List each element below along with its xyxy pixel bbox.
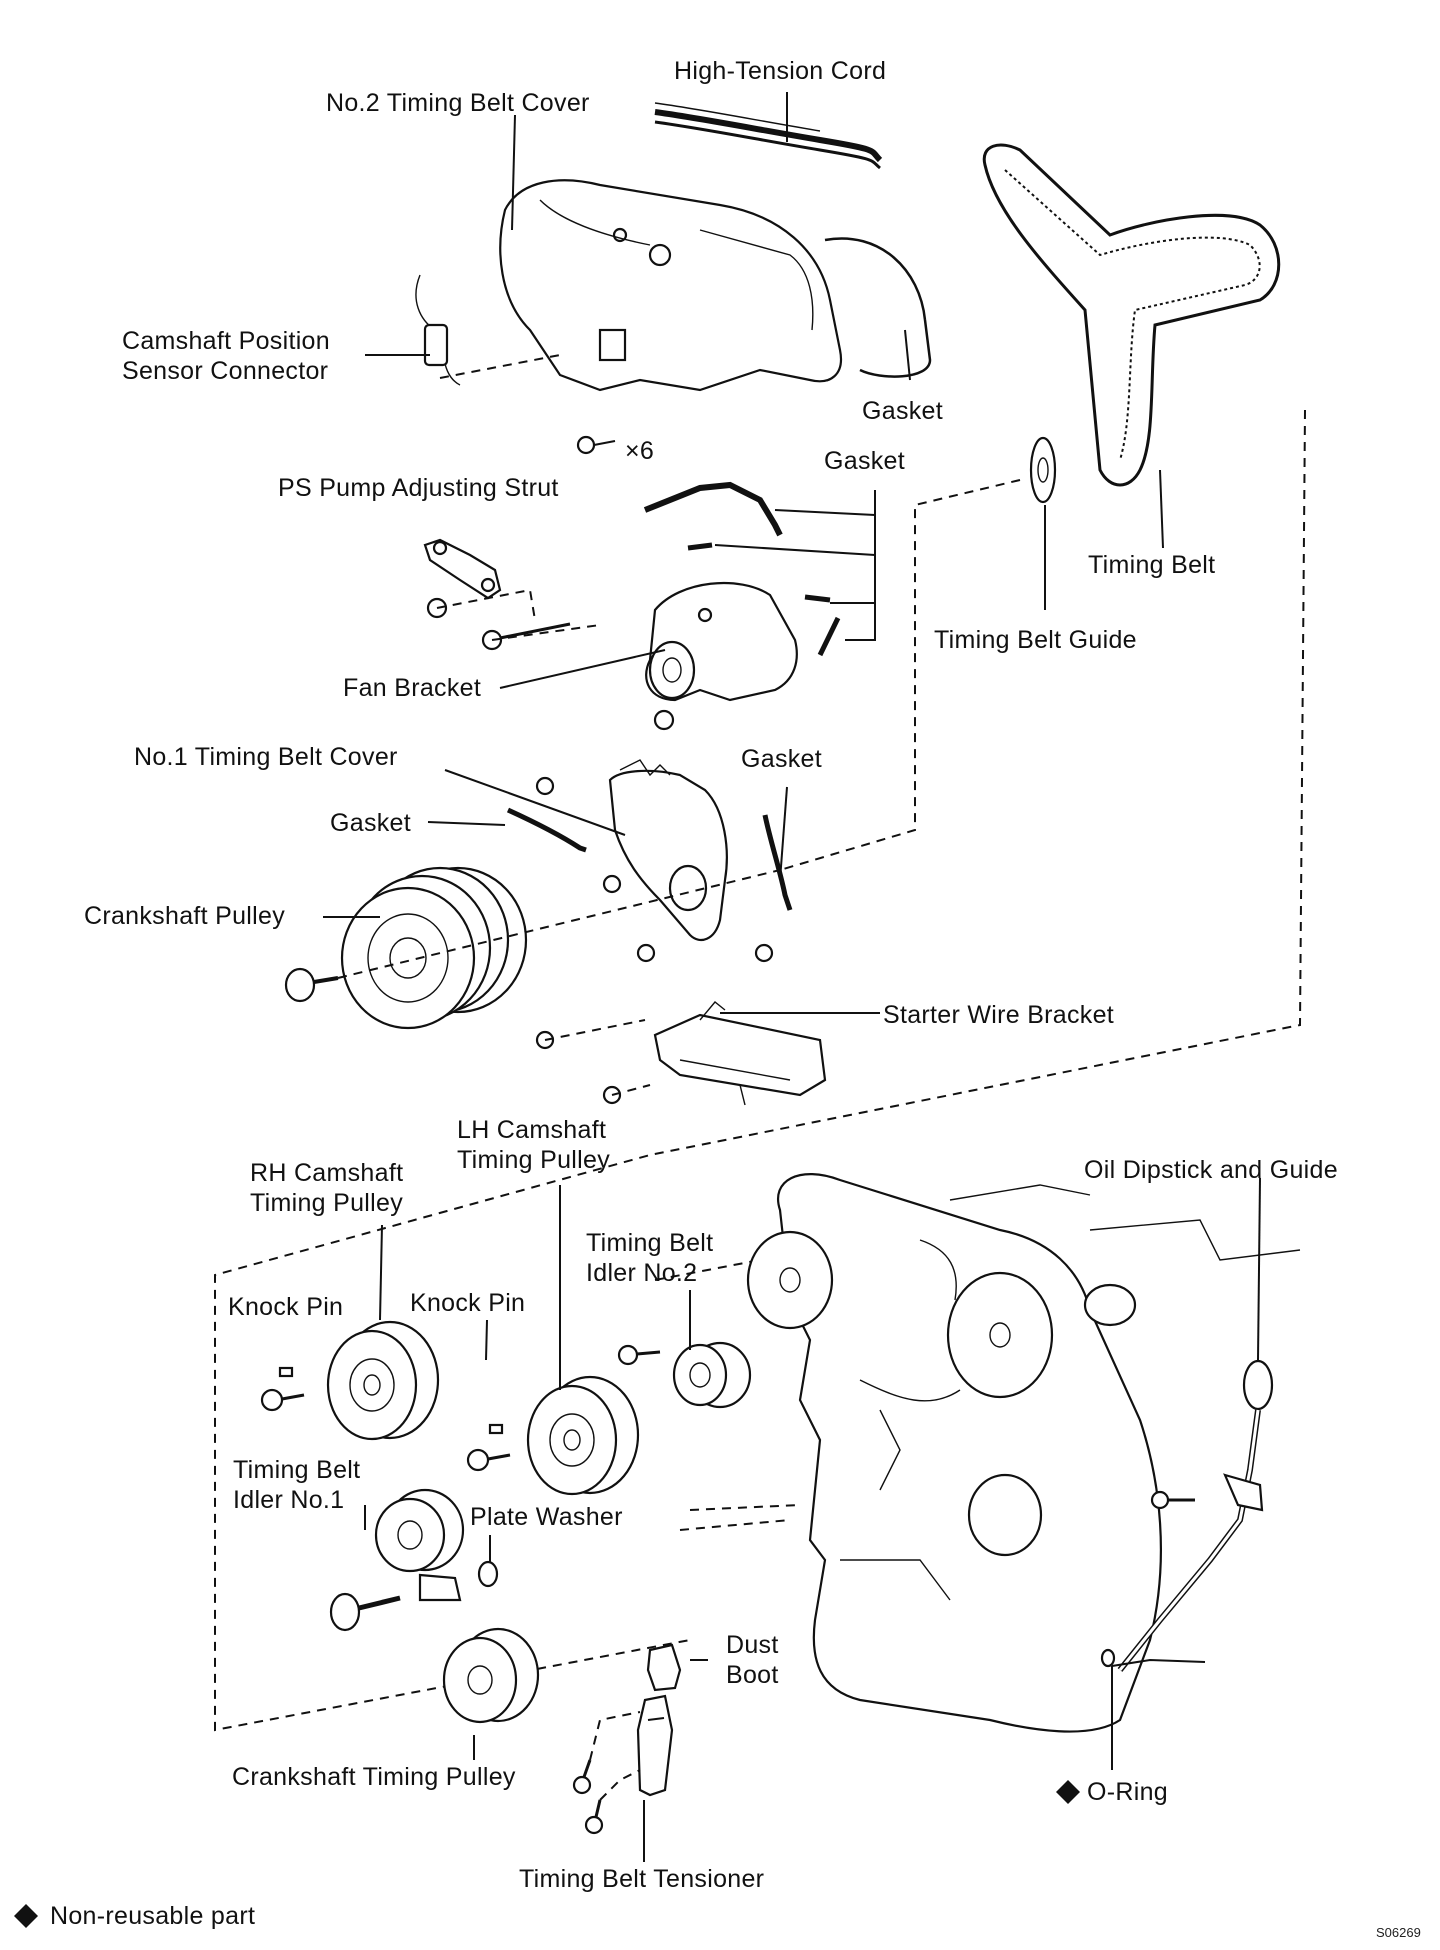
oil-dipstick-and-guide-part: [1117, 1359, 1274, 1672]
label-no1-timing-belt-cover: No.1 Timing Belt Cover: [134, 743, 398, 771]
idler-no1-bolt-part: [329, 1592, 401, 1632]
gasket-3-part: [506, 807, 587, 853]
label-crankshaft-pulley: Crankshaft Pulley: [84, 902, 286, 930]
label-gasket-4: Gasket: [741, 745, 822, 773]
label-lh-camshaft-timing-pulley: LH Camshaft Timing Pulley: [457, 1116, 611, 1174]
bolt-x6-part: [576, 435, 616, 455]
rh-pulley-bolt-part: [260, 1388, 305, 1412]
no1-timing-belt-cover-part: [608, 759, 728, 942]
timing-belt-idler-no1-part: [374, 1488, 465, 1602]
label-no2-timing-belt-cover: No.2 Timing Belt Cover: [326, 89, 590, 117]
label-knock-pin-1: Knock Pin: [228, 1293, 344, 1321]
dipstick-bolt-part: [1150, 1490, 1195, 1510]
ps-pump-adjusting-strut-part: [423, 538, 502, 600]
label-rh-camshaft-timing-pulley: RH Camshaft Timing Pulley: [250, 1159, 404, 1217]
rh-camshaft-timing-pulley-part: [326, 1320, 440, 1441]
label-fan-bracket: Fan Bracket: [343, 674, 482, 702]
camshaft-position-sensor-connector-part: [415, 274, 461, 386]
cover-bolts-part: [535, 776, 774, 963]
figure-code: S06269: [1376, 1925, 1421, 1940]
dust-boot-part: [646, 1643, 682, 1692]
starter-wire-bracket-part: [653, 1001, 827, 1106]
label-plate-washer: Plate Washer: [470, 1503, 623, 1531]
legend-non-reusable-part: Non-reusable part: [50, 1902, 256, 1930]
crankshaft-pulley-bolt-part: [284, 967, 339, 1003]
o-ring-part: [1100, 1648, 1116, 1668]
gasket-4-part: [762, 814, 793, 911]
long-bolt-part: [481, 622, 571, 651]
label-timing-belt-idler-no2: Timing Belt Idler No.2: [586, 1229, 714, 1287]
engine-block-part: [746, 1173, 1301, 1733]
legend-diamond-icon: [14, 1904, 38, 1928]
label-gasket-1: Gasket: [862, 397, 943, 425]
label-o-ring: O-Ring: [1087, 1778, 1168, 1806]
o-ring-diamond-icon: [1056, 1780, 1080, 1804]
label-ps-pump-adjusting-strut: PS Pump Adjusting Strut: [278, 474, 559, 502]
timing-belt-guide-part: [1029, 436, 1057, 504]
label-gasket-3: Gasket: [330, 809, 411, 837]
label-oil-dipstick-and-guide: Oil Dipstick and Guide: [1084, 1156, 1338, 1184]
timing-belt-tensioner-part: [636, 1694, 674, 1797]
label-camshaft-position-sensor-connector: Camshaft Position Sensor Connector: [122, 327, 330, 385]
fan-bracket-nut-part: [653, 709, 675, 731]
knock-pin-2-part: [488, 1423, 504, 1435]
gasket-1-part: [824, 237, 932, 378]
label-timing-belt-tensioner: Timing Belt Tensioner: [519, 1865, 765, 1893]
label-timing-belt-idler-no1: Timing Belt Idler No.1: [233, 1456, 361, 1514]
label-bolts-x6: ×6: [625, 437, 655, 465]
no2-timing-belt-cover-part: [499, 179, 843, 392]
label-timing-belt-guide: Timing Belt Guide: [934, 626, 1137, 654]
leader-lines: [323, 92, 1261, 1862]
label-knock-pin-2: Knock Pin: [410, 1289, 526, 1317]
high-tension-cord-part: [654, 102, 883, 170]
crankshaft-timing-pulley-part: [442, 1627, 540, 1724]
lh-camshaft-timing-pulley-part: [526, 1375, 640, 1496]
label-gasket-2: Gasket: [824, 447, 905, 475]
label-starter-wire-bracket: Starter Wire Bracket: [883, 1001, 1115, 1029]
timing-belt-idler-no2-part: [672, 1341, 752, 1409]
idler-no2-bolt-part: [617, 1344, 661, 1366]
tensioner-bolts-part: [572, 1759, 604, 1835]
fan-bracket-part: [645, 581, 798, 702]
label-dust-boot: Dust Boot: [726, 1631, 779, 1689]
timing-belt-part: [982, 143, 1281, 487]
label-crankshaft-timing-pulley: Crankshaft Timing Pulley: [232, 1763, 516, 1791]
knock-pin-1-part: [278, 1366, 294, 1378]
gasket-2-part: [643, 481, 783, 537]
lh-pulley-bolt-part: [466, 1448, 511, 1472]
label-timing-belt: Timing Belt: [1088, 551, 1216, 579]
label-high-tension-cord: High-Tension Cord: [674, 57, 887, 85]
plate-washer-part: [477, 1560, 499, 1588]
crankshaft-pulley-part: [340, 866, 528, 1030]
